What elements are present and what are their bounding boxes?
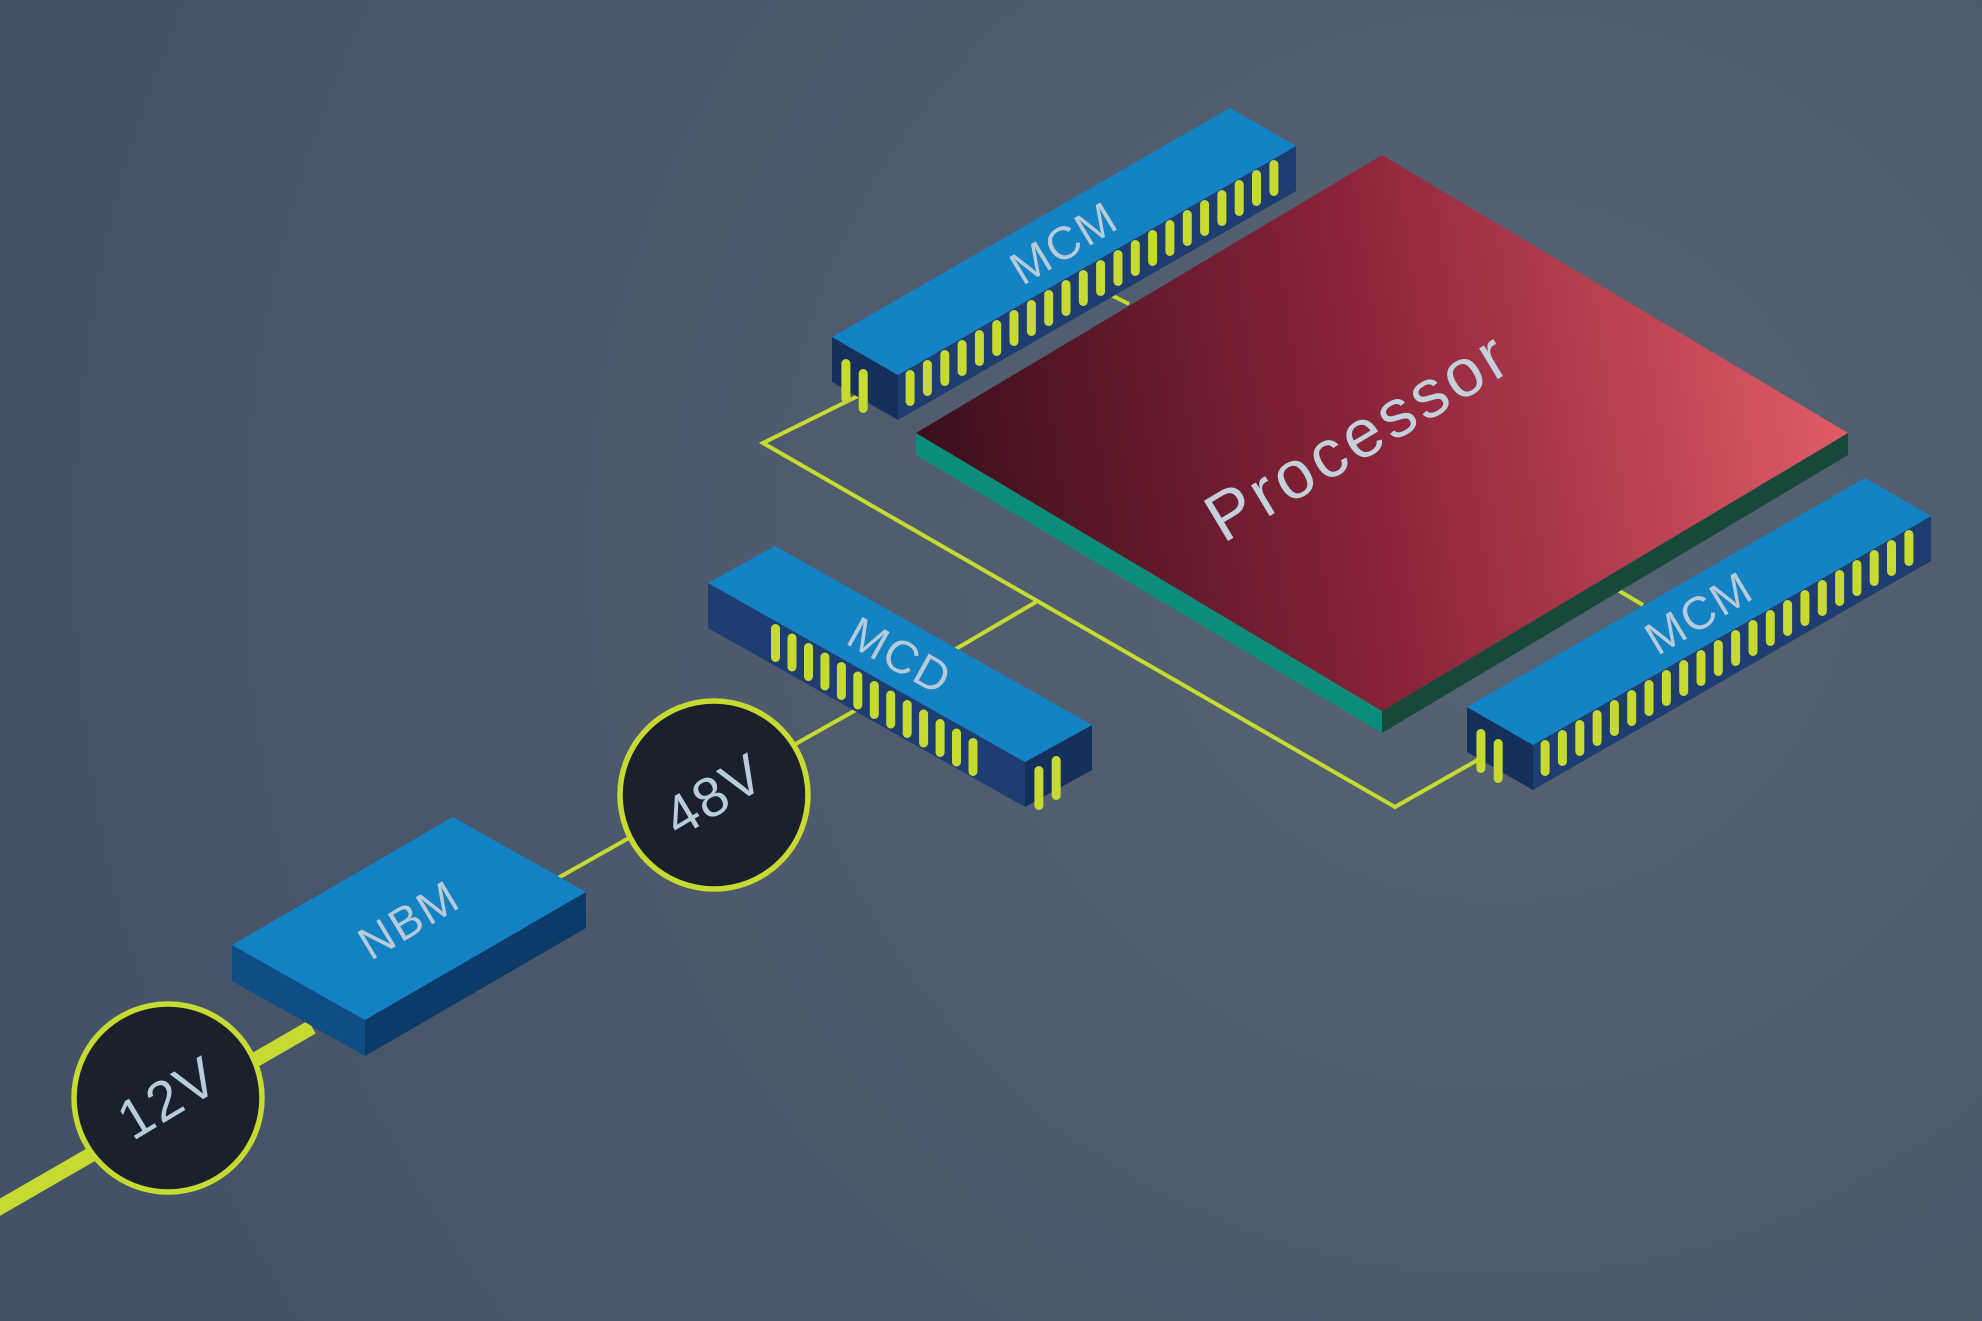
chip-pin [992, 320, 1002, 356]
mcd-chip: MCD [708, 546, 1092, 810]
mcm-top-top-face [832, 108, 1296, 375]
chip-pin [1627, 690, 1637, 726]
processor-edge-left [916, 433, 1382, 733]
chip-pin [1661, 670, 1671, 706]
mcd-side-front [708, 583, 1025, 807]
chip-pin [1051, 756, 1061, 800]
chip-pin [820, 652, 830, 691]
chip-pin [1182, 210, 1192, 246]
chip-pin [1679, 660, 1689, 696]
chip-pin [1869, 550, 1879, 586]
chip-pin [1557, 730, 1567, 766]
chip-pin [1113, 250, 1123, 286]
mcd-top-face [708, 546, 1092, 762]
mcm-right-chip: MCM [1467, 478, 1931, 790]
nbm-side-right [365, 892, 586, 1056]
chip-pin [804, 643, 813, 681]
nbm-chip: NBM [232, 817, 586, 1056]
chip-pin [940, 350, 950, 386]
chip-pin [1592, 710, 1602, 746]
processor-die [916, 155, 1848, 711]
chip-pin [1061, 280, 1071, 316]
chip-pin [1034, 766, 1044, 810]
chip-pin [1609, 700, 1619, 736]
mcm-right-top-face [1467, 478, 1931, 745]
chip-pin [1148, 230, 1158, 266]
chip-pin [886, 690, 896, 729]
chip-pin [869, 681, 879, 719]
chip-pin [853, 671, 863, 710]
chip-pin [1765, 610, 1775, 646]
chip-pin [1644, 680, 1654, 716]
chip-pin [1044, 290, 1054, 326]
chip-pin [836, 662, 846, 700]
chip-pin [1096, 260, 1106, 296]
12v-circle [71, 1001, 265, 1195]
chip-pin [919, 709, 929, 748]
chip-pin [1575, 720, 1585, 756]
chip-pin [1269, 160, 1279, 196]
chip-pin [957, 340, 967, 376]
48v-circle [617, 698, 811, 892]
chip-pin [1800, 590, 1810, 626]
chip-pin [1476, 729, 1486, 773]
chip-pin [1493, 739, 1503, 783]
processor-chip: Processor [916, 155, 1848, 733]
chip-pin [1713, 640, 1723, 676]
chip-pin [1234, 180, 1244, 216]
chip-pin [1026, 300, 1036, 336]
nbm-top-face [232, 817, 586, 1020]
chip-pin [1852, 560, 1862, 596]
chip-pin [1130, 240, 1140, 276]
chip-pin [1540, 740, 1550, 776]
chip-pin [787, 633, 797, 672]
mcm-right-pins [1476, 530, 1914, 783]
chip-pin [858, 369, 868, 413]
chip-pin [905, 370, 915, 406]
chip-pin [1696, 650, 1706, 686]
chip-pin [1904, 530, 1914, 566]
chip-pin [1748, 620, 1758, 656]
chip-pin [968, 738, 978, 776]
chip-pin [1835, 570, 1845, 606]
node-12v: 12V [71, 1001, 265, 1195]
nbm-side-left [232, 945, 365, 1056]
chip-pin [952, 728, 961, 767]
trace-branch-mcd [952, 600, 1038, 652]
chip-pin [1078, 270, 1088, 306]
chip-pin [1200, 200, 1210, 236]
chip-pin [1252, 170, 1261, 206]
chip-pin [1783, 600, 1793, 636]
chip-pin [1009, 310, 1019, 346]
mcm-top-pins [841, 160, 1279, 413]
mcm-top-chip: MCM [832, 108, 1296, 420]
chip-pin [1731, 630, 1741, 666]
processor-edge-right [1382, 433, 1848, 733]
chip-pin [841, 359, 851, 403]
mcd-pins [771, 624, 1061, 810]
chip-pin [1887, 540, 1896, 576]
chip-pin [902, 700, 912, 738]
chip-pin [922, 360, 932, 396]
trace-mcm-right-processor [1614, 587, 1645, 607]
chip-pin [1165, 220, 1175, 256]
chip-pin [935, 719, 945, 757]
chip-pin [1817, 580, 1827, 616]
chip-pin [974, 330, 984, 366]
chip-pin [771, 624, 780, 662]
chip-pin [1217, 190, 1227, 226]
node-48v: 48V [617, 698, 811, 892]
trace-mcm-loop [758, 390, 1505, 810]
